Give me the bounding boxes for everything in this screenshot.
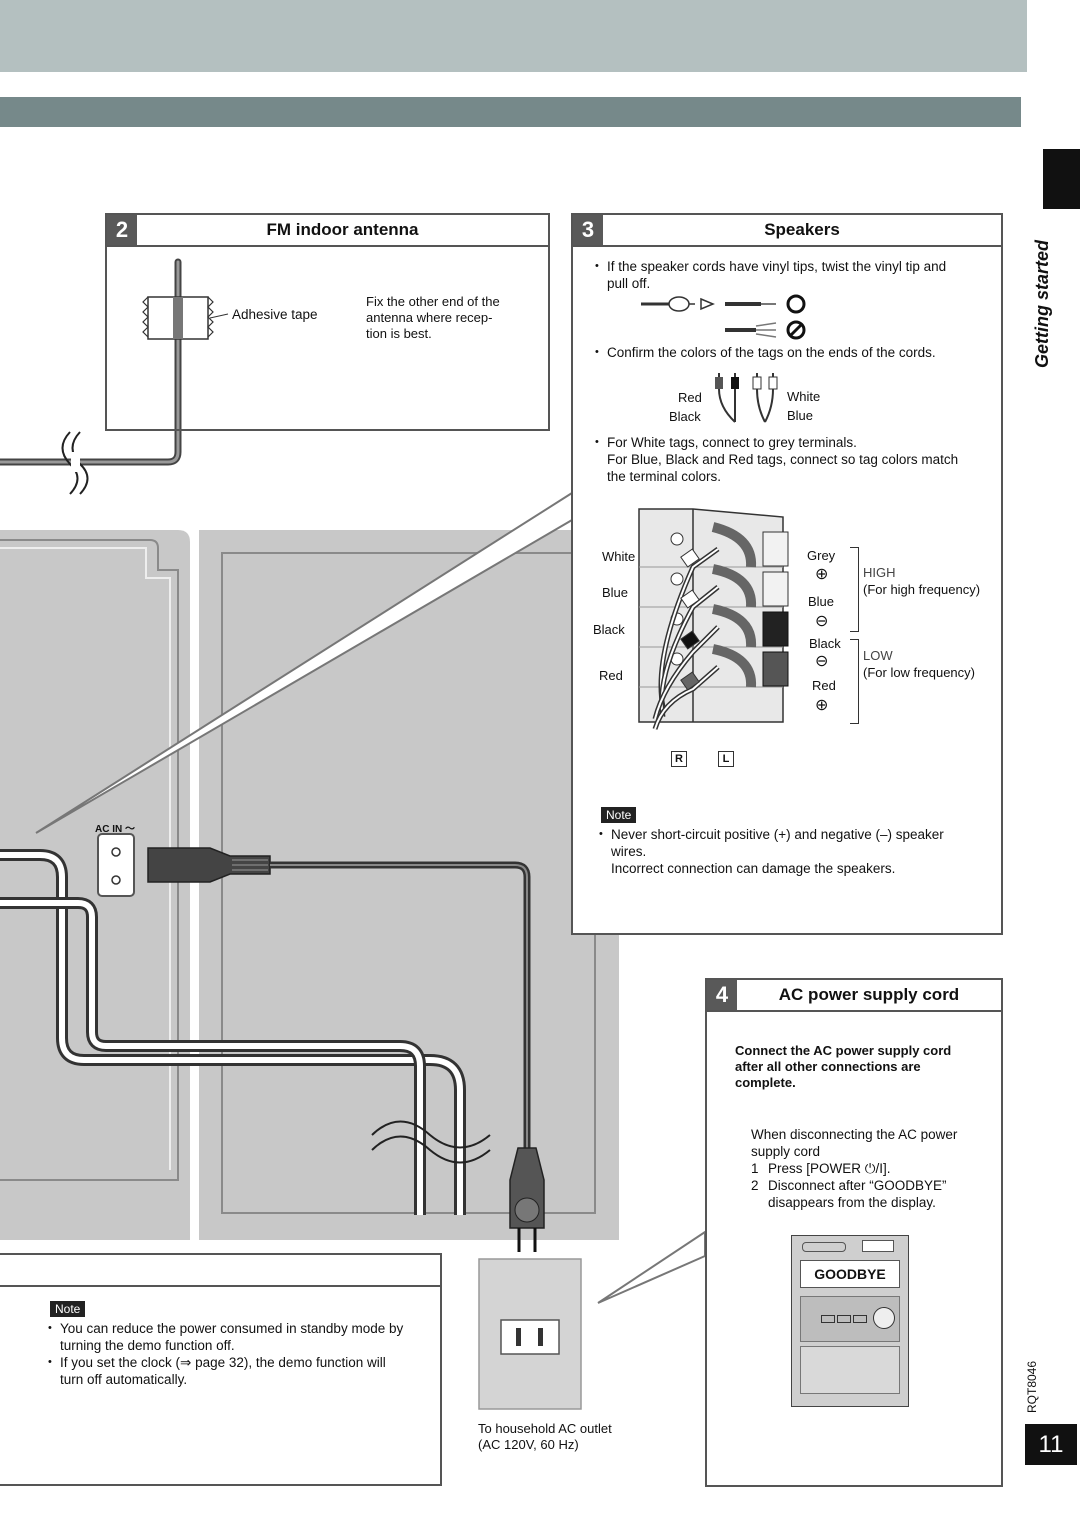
top-buttons: [802, 1242, 846, 1252]
wire-blue-label: Blue: [602, 585, 629, 600]
note-text: wires.: [611, 844, 647, 859]
instruction-line: Connect the AC power supply cord: [735, 1043, 952, 1058]
vinyl-tip-bullet: •If the speaker cords have vinyl tips, t…: [595, 258, 990, 292]
terminal-blue-label: Blue: [808, 594, 835, 609]
tag-black-label: Black: [669, 409, 701, 424]
channel-r-label: R: [671, 751, 687, 767]
section-title: AC power supply cord: [778, 985, 960, 1004]
section-number: 4: [707, 980, 737, 1010]
bullet-text: If the speaker cords have vinyl tips, tw…: [607, 259, 947, 274]
terminal-grey-label: Grey: [807, 548, 836, 563]
section-title: FM indoor antenna: [266, 220, 419, 239]
antenna-fix-note: Fix the other end of the antenna where r…: [366, 294, 541, 342]
unit-back-panel: [0, 530, 190, 1240]
subheader-band: [0, 97, 1021, 127]
speaker-back-panel: [199, 530, 619, 1240]
fm-antenna-section: 2 FM indoor antenna: [105, 213, 550, 431]
control-panel: [800, 1296, 900, 1342]
note-text: turning the demo function off.: [60, 1338, 235, 1353]
terminal-black-label: Black: [809, 636, 841, 651]
fix-note-line: Fix the other end of the: [366, 294, 500, 309]
minus-icon: ⊖: [815, 613, 829, 630]
standby-note-box: Note •You can reduce the power consumed …: [0, 1253, 442, 1486]
header-band: [0, 0, 1027, 72]
cord-tags-illustration: [715, 373, 778, 423]
step-number: 2: [751, 1178, 759, 1193]
ac-in-label: AC IN ～: [95, 824, 135, 835]
ac-inlet: [97, 833, 135, 897]
bullet-text: Confirm the colors of the tags on the en…: [607, 345, 936, 360]
step-text: disappears from the display.: [768, 1195, 936, 1210]
note-text: Incorrect connection can damage the spea…: [611, 861, 896, 876]
tag-white-label: White: [787, 389, 821, 404]
note-box-header: [0, 1255, 440, 1287]
section-title: Speakers: [764, 220, 840, 239]
step-text: Disconnect after “GOODBYE”: [768, 1178, 947, 1193]
wire-black-label: Black: [593, 622, 625, 637]
bullet-text: the terminal colors.: [607, 469, 722, 484]
instruction-line: When disconnecting the AC power: [751, 1127, 958, 1142]
cassette-door: [800, 1346, 900, 1394]
bullet-text: pull off.: [607, 276, 651, 291]
section-tab: [1043, 149, 1080, 209]
note-badge: Note: [50, 1301, 86, 1317]
connect-last-instruction: Connect the AC power supply cord after a…: [735, 1043, 995, 1091]
instruction-line: supply cord: [751, 1144, 821, 1159]
note-text: Never short-circuit positive (+) and neg…: [611, 827, 944, 842]
bullet-text: For Blue, Black and Red tags, connect so…: [607, 452, 959, 467]
caption-line: (AC 120V, 60 Hz): [478, 1437, 579, 1452]
confirm-colors-bullet: •Confirm the colors of the tags on the e…: [595, 345, 936, 360]
high-label: HIGH: [863, 565, 896, 580]
tag-red-label: Red: [678, 390, 702, 405]
terminal-red-label: Red: [812, 678, 836, 693]
speakers-section: 3 Speakers •If the speaker cords have vi…: [571, 213, 1003, 935]
disconnect-instructions: When disconnecting the AC power supply c…: [751, 1126, 996, 1211]
vinyl-tip-illustration: [641, 294, 806, 340]
note-text: If you set the clock (⇒ page 32), the de…: [60, 1355, 386, 1370]
step-number: 1: [751, 1161, 759, 1176]
tag-blue-label: Blue: [787, 408, 814, 423]
terminal-bullet: •For White tags, connect to grey termina…: [595, 434, 995, 485]
outlet-caption: To household AC outlet (AC 120V, 60 Hz): [478, 1421, 612, 1453]
note-text: turn off automatically.: [60, 1372, 188, 1387]
document-code: RQT8046: [1025, 1360, 1039, 1413]
wire-red-label: Red: [599, 668, 623, 683]
minus-icon: ⊖: [815, 653, 829, 670]
fix-note-line: tion is best.: [366, 326, 432, 341]
note-badge: Note: [601, 807, 637, 823]
section-number: 2: [107, 215, 137, 245]
ac-cord-section: 4 AC power supply cord Connect the AC po…: [705, 978, 1003, 1487]
section-number: 3: [573, 215, 603, 245]
page-number: 11: [1025, 1424, 1077, 1465]
low-desc: (For low frequency): [863, 665, 975, 680]
low-bracket: [850, 639, 859, 724]
goodbye-display: GOODBYE: [800, 1260, 900, 1288]
plus-icon: ⊕: [815, 697, 829, 714]
adhesive-tape-label: Adhesive tape: [232, 307, 318, 322]
step-text: Press [POWER ⏻/I].: [768, 1161, 891, 1176]
fix-note-line: antenna where recep-: [366, 310, 493, 325]
wire-white-label: White: [602, 549, 636, 564]
volume-knob: [873, 1307, 895, 1329]
bullet-text: For White tags, connect to grey terminal…: [607, 435, 857, 450]
plus-icon: ⊕: [815, 566, 829, 583]
speaker-note: •Never short-circuit positive (+) and ne…: [599, 826, 994, 877]
section-label: Getting started: [1032, 239, 1052, 368]
high-bracket: [850, 547, 859, 632]
instruction-line: after all other connections are: [735, 1059, 921, 1074]
standby-note-text: •You can reduce the power consumed in st…: [48, 1320, 438, 1388]
caption-line: To household AC outlet: [478, 1421, 612, 1436]
disc-slot: [862, 1240, 894, 1252]
instruction-line: complete.: [735, 1075, 796, 1090]
channel-l-label: L: [718, 751, 734, 767]
speaker-terminal-illustration: [638, 508, 789, 730]
low-label: LOW: [863, 648, 893, 663]
stereo-unit: GOODBYE: [791, 1235, 909, 1407]
note-text: You can reduce the power consumed in sta…: [60, 1321, 404, 1336]
high-desc: (For high frequency): [863, 582, 981, 597]
